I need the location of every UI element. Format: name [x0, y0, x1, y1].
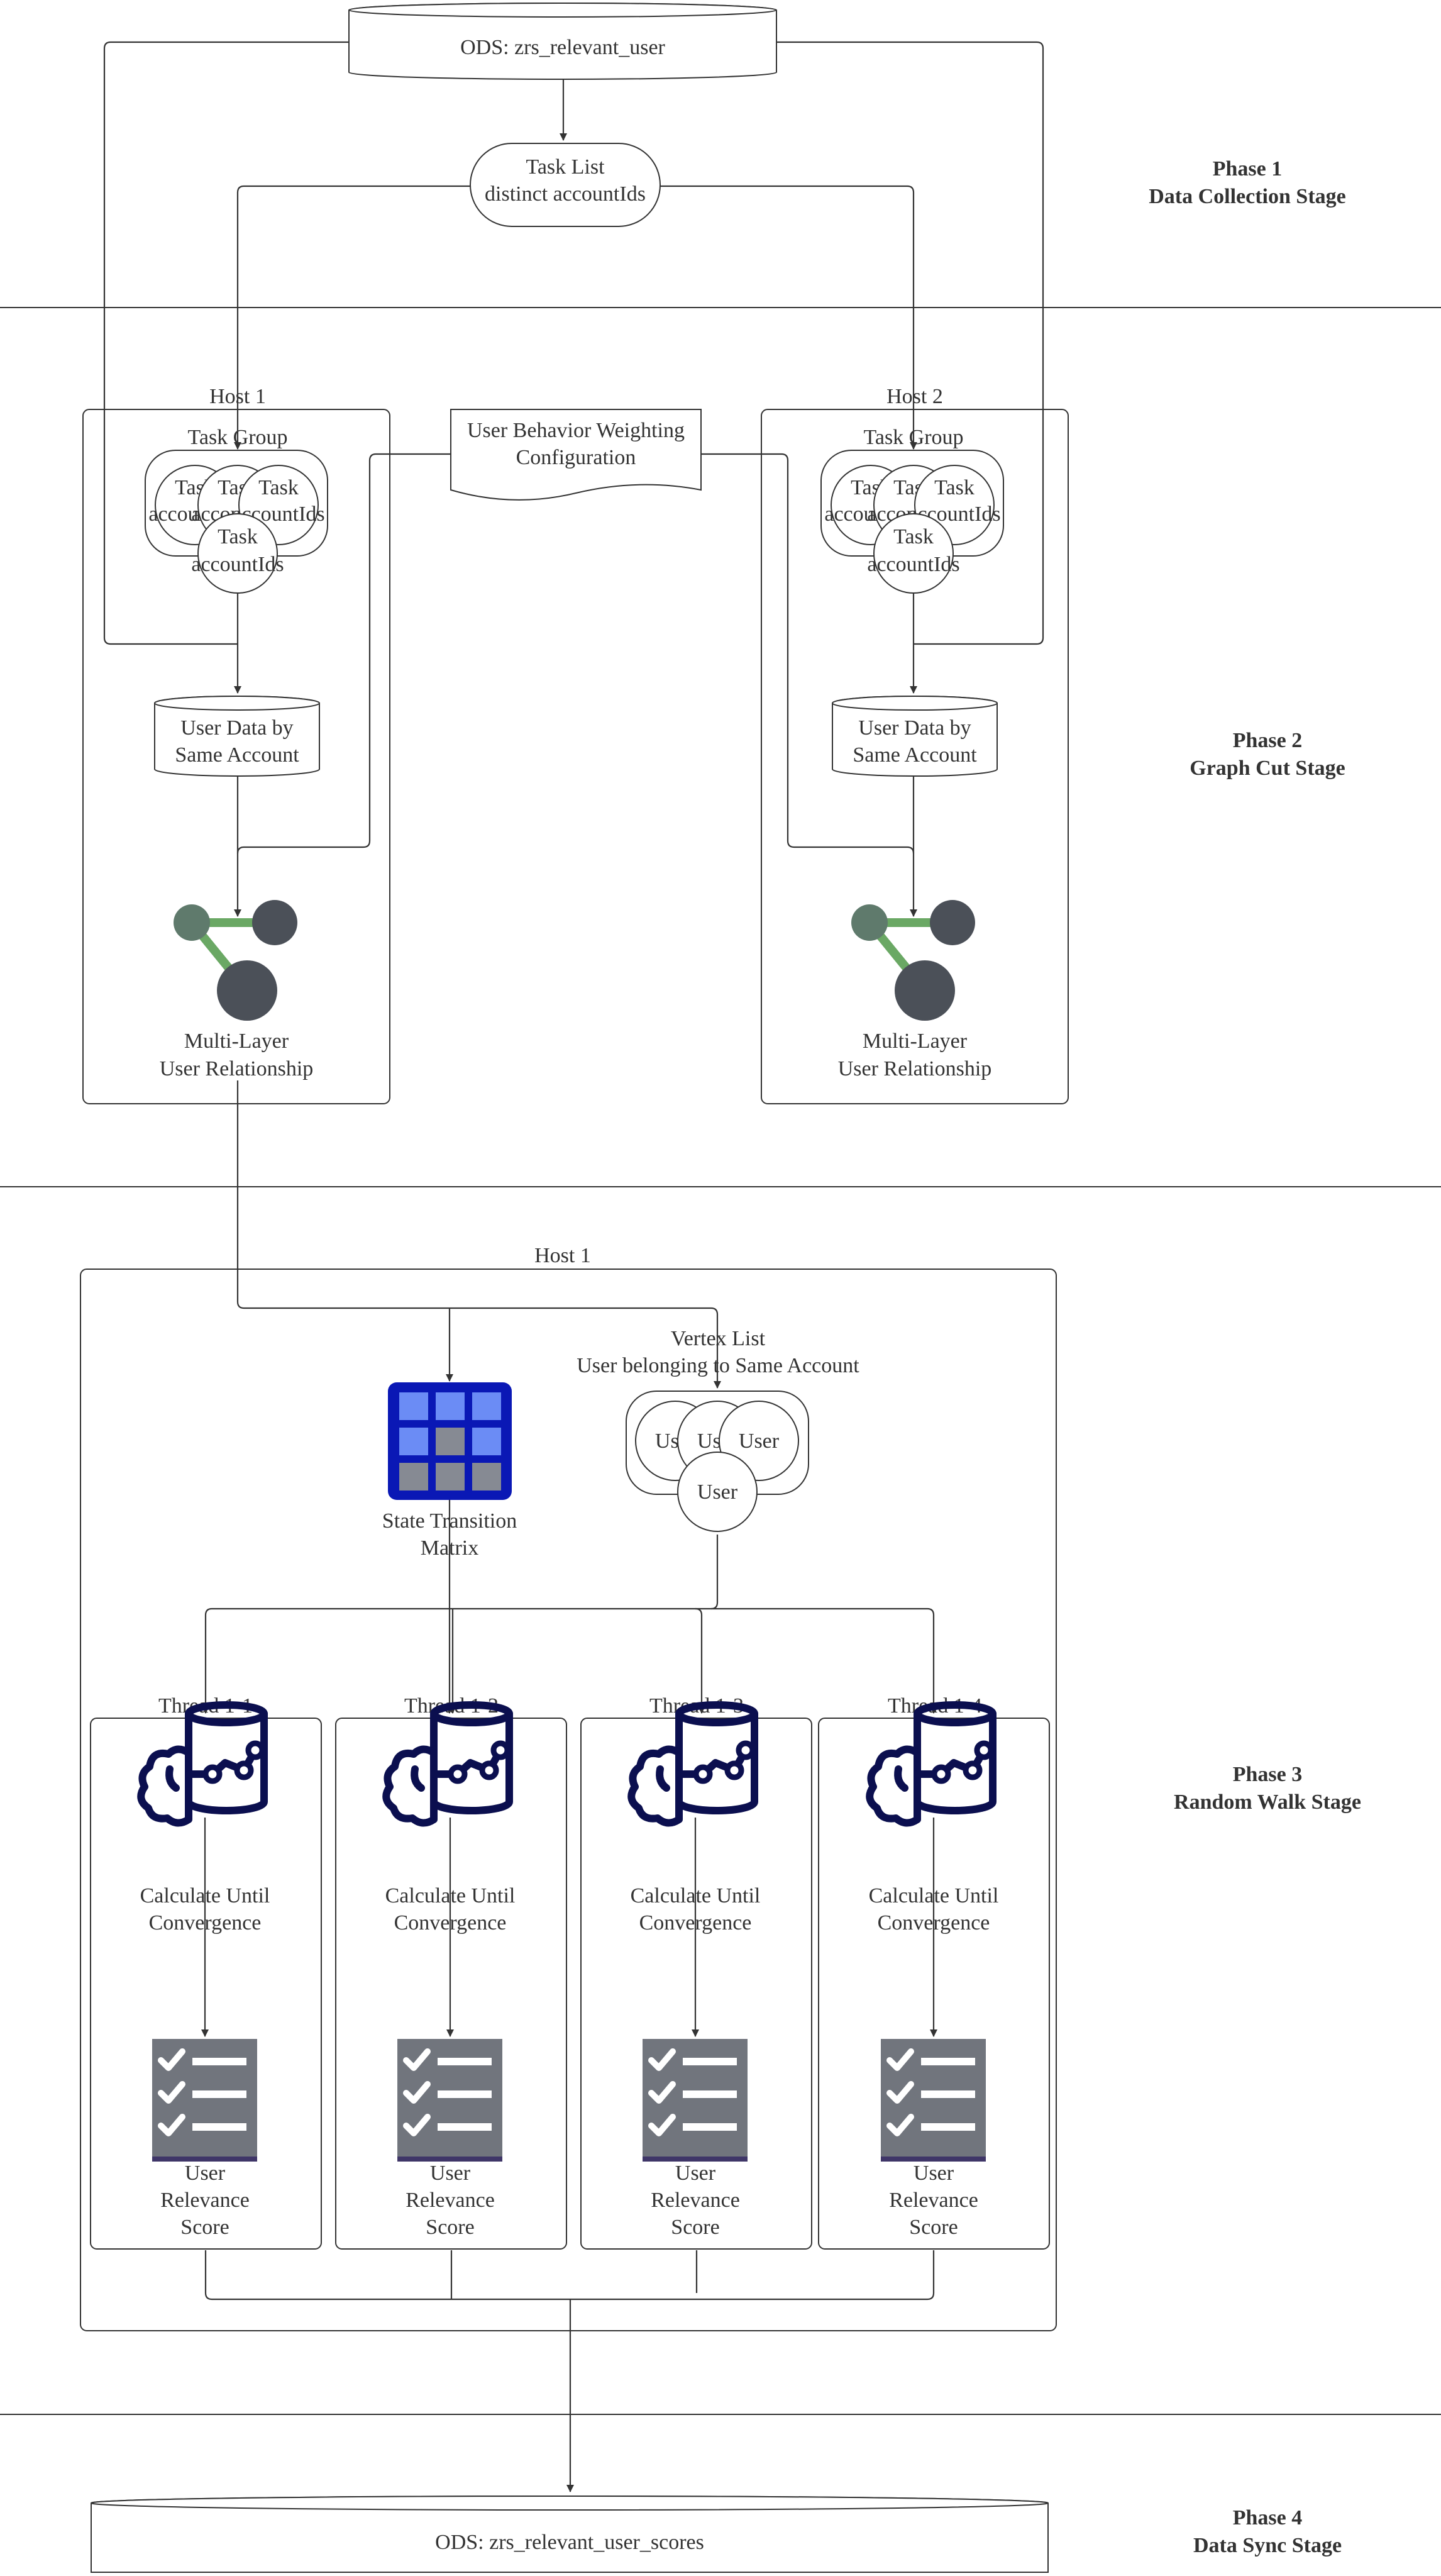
checklist-icon	[397, 2039, 502, 2162]
score-label: User	[675, 2162, 716, 2185]
calc-title: Calculate Until	[869, 1884, 999, 1907]
svg-text:Same Account: Same Account	[175, 743, 299, 767]
brain-database-icon	[866, 1701, 997, 1827]
host-1-container	[82, 409, 390, 1104]
svg-text:User: User	[697, 1480, 738, 1504]
score-label: Relevance	[651, 2189, 740, 2212]
graph-network-icon	[174, 900, 297, 1021]
task-list-subtitle: distinct accountIds	[485, 182, 646, 206]
score-label: Relevance	[889, 2189, 978, 2212]
svg-text:Task: Task	[218, 525, 258, 548]
phase-label-2: Phase 2 Graph Cut Stage	[1190, 729, 1345, 780]
checklist-icon	[152, 2039, 257, 2162]
task-list: Task List distinct accountIds	[470, 143, 661, 227]
phase3-host-title: Host 1	[534, 1244, 591, 1267]
source-database: ODS: zrs_relevant_user	[348, 3, 777, 80]
phase-subtitle: Graph Cut Stage	[1190, 757, 1345, 780]
target-database-label: ODS: zrs_relevant_user_scores	[435, 2531, 704, 2554]
score-label: Relevance	[406, 2189, 495, 2212]
phase-subtitle: Data Sync Stage	[1193, 2534, 1342, 2557]
svg-text:User: User	[739, 1430, 780, 1453]
svg-text:Task: Task	[934, 476, 974, 499]
phase-title: Phase 3	[1233, 1763, 1303, 1786]
matrix-subtitle: Matrix	[421, 1536, 479, 1560]
host-2-container	[761, 409, 1069, 1104]
matrix-title: State Transition	[382, 1509, 517, 1533]
calc-subtitle: Convergence	[639, 1911, 752, 1935]
calc-subtitle: Convergence	[149, 1911, 262, 1935]
phase-label-3: Phase 3 Random Walk Stage	[1174, 1763, 1361, 1814]
svg-text:User Data by: User Data by	[858, 716, 971, 740]
edges	[103, 41, 1044, 2492]
vertex-list: User User User User	[626, 1391, 809, 1532]
score-label: Relevance	[160, 2189, 250, 2212]
task-group-title: Task Group	[863, 426, 963, 449]
relationship-title: Multi-Layer	[184, 1030, 289, 1053]
phase-subtitle: Data Collection Stage	[1149, 185, 1346, 208]
phase-title: Phase 1	[1213, 157, 1283, 180]
phase-title: Phase 4	[1233, 2506, 1303, 2529]
task-group-host-1: Task Group Task accountIds Task accountI…	[145, 426, 328, 594]
phase-label-1: Phase 1 Data Collection Stage	[1149, 157, 1346, 208]
relationship-subtitle: User Relationship	[160, 1057, 314, 1080]
user-data-db-host-2: User Data by Same Account	[832, 696, 998, 777]
user-data-db-host-1: User Data by Same Account	[154, 696, 320, 777]
state-matrix-icon	[388, 1382, 512, 1500]
score-label: Score	[909, 2216, 958, 2239]
phase-subtitle: Random Walk Stage	[1174, 1790, 1361, 1814]
score-label: User	[914, 2162, 954, 2185]
calc-subtitle: Convergence	[878, 1911, 990, 1935]
checklist-icon	[643, 2039, 748, 2162]
phase-label-4: Phase 4 Data Sync Stage	[1193, 2506, 1342, 2557]
score-label: Score	[180, 2216, 229, 2239]
task-item: Task accountIds	[867, 513, 960, 594]
vertex-item: User	[677, 1452, 758, 1532]
target-database: ODS: zrs_relevant_user_scores	[91, 2496, 1049, 2573]
svg-text:Same Account: Same Account	[853, 743, 977, 767]
task-group-title: Task Group	[187, 426, 287, 449]
svg-text:Task: Task	[258, 476, 299, 499]
weighting-config-subtitle: Configuration	[516, 446, 636, 469]
score-label: User	[430, 2162, 471, 2185]
score-label: Score	[426, 2216, 474, 2239]
source-database-label: ODS: zrs_relevant_user	[460, 36, 665, 59]
calc-title: Calculate Until	[140, 1884, 270, 1907]
relationship-title: Multi-Layer	[863, 1030, 968, 1053]
brain-database-icon	[382, 1701, 513, 1827]
task-item: Task accountIds	[191, 513, 284, 594]
task-group-host-2: Task Group Task accountIds Task accountI…	[820, 426, 1004, 594]
score-label: User	[185, 2162, 226, 2185]
calc-title: Calculate Until	[631, 1884, 761, 1907]
vertex-list-title: Vertex List	[671, 1327, 766, 1350]
svg-text:accountIds: accountIds	[191, 553, 284, 576]
phase-title: Phase 2	[1233, 729, 1303, 752]
phase3-host-container	[80, 1269, 1057, 2331]
svg-text:User Data by: User Data by	[180, 716, 293, 740]
checklist-icon	[881, 2039, 986, 2162]
host-2-title: Host 2	[886, 385, 943, 408]
relationship-subtitle: User Relationship	[838, 1057, 992, 1080]
brain-database-icon	[137, 1701, 268, 1827]
task-list-title: Task List	[526, 155, 605, 179]
graph-network-icon	[851, 900, 975, 1021]
calc-title: Calculate Until	[385, 1884, 516, 1907]
brain-database-icon	[627, 1701, 758, 1827]
weighting-config-title: User Behavior Weighting	[467, 419, 685, 442]
svg-text:accountIds: accountIds	[867, 553, 959, 576]
svg-text:Task: Task	[893, 525, 934, 548]
score-label: Score	[671, 2216, 719, 2239]
vertex-list-subtitle: User belonging to Same Account	[577, 1354, 859, 1377]
host-1-title: Host 1	[209, 385, 266, 408]
calc-subtitle: Convergence	[394, 1911, 507, 1935]
weighting-config-document: User Behavior Weighting Configuration	[450, 409, 702, 501]
